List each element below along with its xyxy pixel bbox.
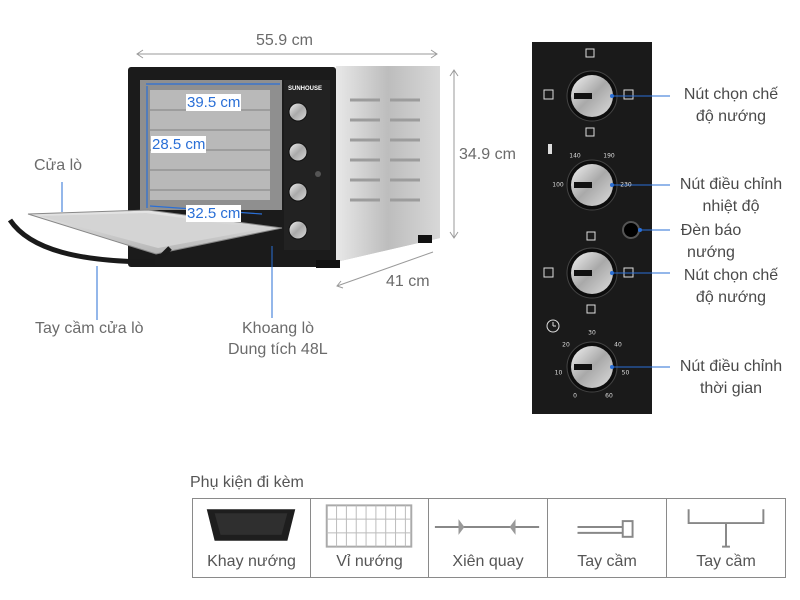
accessory-item: Khay nướng: [192, 498, 311, 578]
door-handle-label: Tay cầm cửa lò: [35, 320, 144, 337]
temperature-tick-label: 230: [620, 181, 632, 189]
brand-logo: SUNHOUSE: [288, 86, 323, 92]
inner-depth: 32.5 cm: [186, 205, 242, 222]
timer-tick-label: 40: [614, 341, 622, 349]
mode-knob-callout-bottom: Nút chọn chế độ nướng: [671, 265, 791, 309]
timer-tick-label: 60: [605, 392, 613, 400]
temperature-tick-label: 140: [569, 152, 581, 160]
timer-tick-label: 30: [588, 329, 596, 337]
accessory-item: Tay cầm: [547, 498, 667, 578]
timer-knob-callout: Nút điều chỉnh thời gian: [671, 356, 791, 400]
inner-height: 28.5 cm: [151, 136, 207, 153]
accessory-label: Vỉ nướng: [336, 553, 403, 570]
callout-line-1: Nút chọn chế: [683, 267, 779, 284]
oven-depth: 41 cm: [386, 273, 430, 290]
timer-tick-label: 10: [554, 369, 563, 377]
mode-selector-knob-bottom[interactable]: [570, 251, 614, 295]
accessory-item: Xiên quay: [428, 498, 548, 578]
callout-line-1: Nút điều chỉnh: [679, 176, 783, 193]
indicator-lamp: [623, 222, 639, 238]
callout-line-1: Nút chọn chế: [683, 86, 779, 103]
accessory-label: Tay cầm: [577, 553, 637, 570]
callout-line-2: thời gian: [699, 380, 763, 397]
lamp-callout: Đèn báo nướng: [671, 220, 751, 264]
callout-line-2: nhiệt độ: [702, 198, 760, 215]
temperature-knob[interactable]: [570, 163, 614, 207]
timer-tick-label: 0: [573, 392, 577, 400]
temperature-tick-label: 100: [552, 181, 564, 189]
tray-handle-icon: [687, 509, 765, 548]
accessories-title: Phụ kiện đi kèm: [190, 474, 304, 491]
accessory-label: Khay nướng: [207, 553, 296, 570]
temperature-tick-label: 190: [603, 152, 615, 160]
baking-tray-icon: [206, 509, 296, 541]
timer-tick-label: 50: [621, 369, 630, 377]
door-label: Cửa lò: [34, 157, 83, 174]
oven-width: 55.9 cm: [256, 32, 313, 49]
timer-tick-label: 20: [562, 341, 570, 349]
oven-height: 34.9 cm: [459, 146, 516, 163]
callout-line-2: độ nướng: [695, 289, 767, 306]
accessory-item: Vỉ nướng: [310, 498, 429, 578]
mode-knob-callout-top: Nút chọn chế độ nướng: [671, 84, 791, 128]
temperature-knob-callout: Nút điều chỉnh nhiệt độ: [671, 174, 791, 218]
cavity-label: Khoang lò: [242, 320, 315, 337]
timer-knob[interactable]: [570, 345, 614, 389]
accessory-item: Tay cầm: [666, 498, 786, 578]
accessory-label: Xiên quay: [452, 553, 524, 570]
mode-selector-knob-top[interactable]: [570, 74, 614, 118]
spit-handle-icon: [577, 520, 634, 538]
rotisserie-spit-icon: [434, 519, 540, 535]
callout-line-2: độ nướng: [695, 108, 767, 125]
callout-line-1: Đèn báo: [680, 222, 742, 239]
callout-line-1: Nút điều chỉnh: [679, 358, 783, 375]
cavity-capacity-label: Dung tích 48L: [228, 341, 328, 358]
grill-rack-icon: [325, 504, 413, 548]
inner-width: 39.5 cm: [186, 94, 242, 111]
callout-line-2: nướng: [687, 244, 735, 261]
accessory-label: Tay cầm: [696, 553, 756, 570]
